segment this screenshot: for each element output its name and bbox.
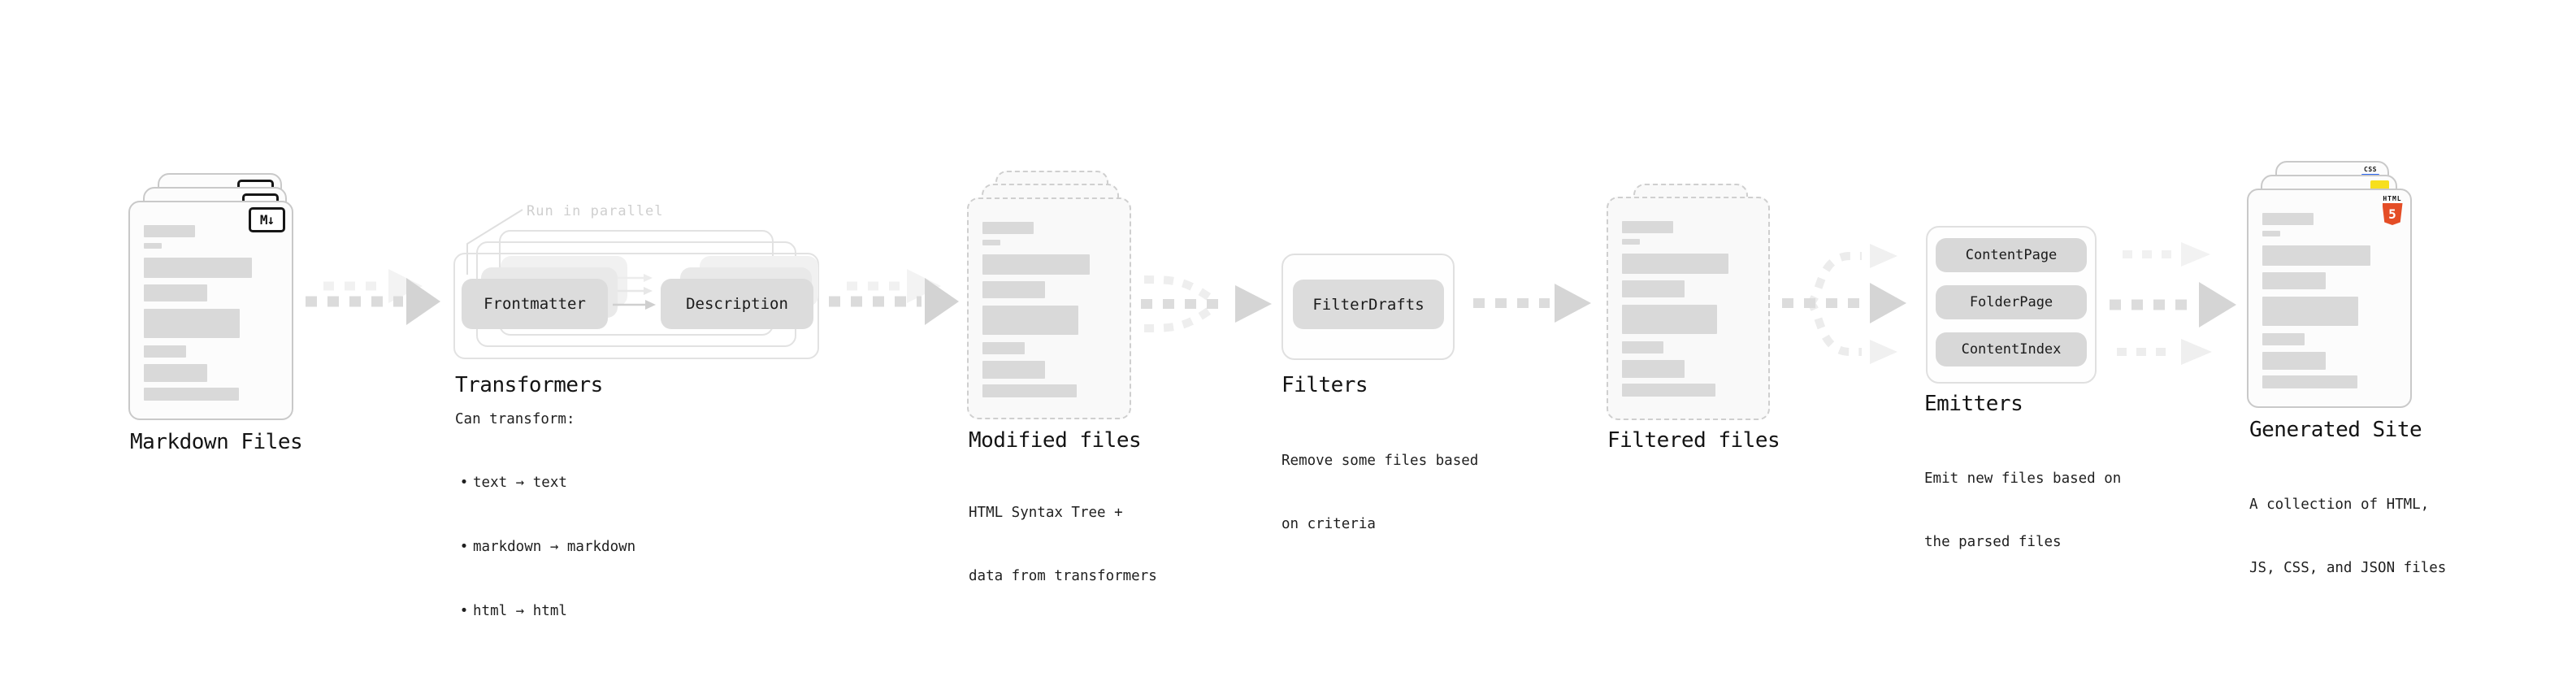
site-file-card-html: HTML 5 xyxy=(2247,189,2412,408)
placeholder-line xyxy=(1622,239,1640,245)
placeholder-line xyxy=(2262,231,2280,236)
placeholder-line xyxy=(2262,272,2326,289)
bullet-glyph: • xyxy=(459,603,469,619)
stage-label-emitters: Emitters xyxy=(1924,392,2023,416)
transformer-pill-description: Description xyxy=(661,279,813,329)
placeholder-line xyxy=(1622,360,1685,378)
placeholder-line xyxy=(144,258,252,278)
filtered-file-card-front xyxy=(1607,197,1770,420)
placeholder-line xyxy=(144,364,207,382)
placeholder-line xyxy=(1622,221,1673,233)
bullet-glyph: • xyxy=(459,475,469,491)
stage-label-modified-files: Modified files xyxy=(969,428,1142,453)
markdown-icon: M↓ xyxy=(249,207,285,232)
arrow-transformers-to-modified xyxy=(829,269,959,325)
file-placeholder-lines xyxy=(982,222,1113,397)
emitter-pill-contentindex: ContentIndex xyxy=(1936,332,2087,367)
modified-file-card-front xyxy=(967,197,1131,419)
arrow-filters-to-filtered xyxy=(1473,284,1591,323)
placeholder-line xyxy=(1622,384,1716,397)
placeholder-line xyxy=(982,384,1077,397)
stage-label-filtered-files: Filtered files xyxy=(1607,428,1780,453)
file-placeholder-lines xyxy=(1622,221,1752,397)
placeholder-line xyxy=(144,225,195,237)
placeholder-line xyxy=(144,309,241,338)
list-item: •text → text xyxy=(455,472,635,494)
stage-label-filters: Filters xyxy=(1281,373,1368,397)
placeholder-line xyxy=(2262,245,2370,266)
transformers-subtitle: Can transform: xyxy=(455,411,575,427)
placeholder-line xyxy=(1622,280,1685,297)
arrow-markdown-to-transformers xyxy=(306,269,440,325)
transformer-box-front xyxy=(453,253,819,359)
bullet-glyph: • xyxy=(459,539,469,555)
stage-label-markdown-files: Markdown Files xyxy=(130,430,303,454)
emitter-pill-folderpage: FolderPage xyxy=(1936,285,2087,319)
placeholder-line xyxy=(2262,213,2314,225)
placeholder-line xyxy=(1622,305,1717,334)
arrow-filtered-to-emitters-diverging xyxy=(1782,244,1906,364)
placeholder-line xyxy=(144,388,239,401)
run-in-parallel-note: Run in parallel xyxy=(527,203,664,219)
filter-pill-filterdrafts: FilterDrafts xyxy=(1293,280,1444,329)
placeholder-line xyxy=(2262,297,2359,326)
emitters-description: Emit new files based on the parsed files xyxy=(1924,471,2122,550)
placeholder-line xyxy=(144,345,186,358)
placeholder-line xyxy=(982,342,1025,354)
placeholder-line xyxy=(2262,352,2326,370)
parallel-transform-arrows xyxy=(613,274,656,310)
placeholder-line xyxy=(982,254,1091,275)
modified-files-description: HTML Syntax Tree + data from transformer… xyxy=(969,505,1157,584)
placeholder-line xyxy=(1622,254,1729,274)
markdown-file-card-front: M↓ xyxy=(128,201,293,420)
transformers-capabilities-list: •text → text •markdown → markdown •html … xyxy=(455,430,635,665)
html5-icon: HTML 5 xyxy=(2381,195,2404,225)
arrow-modified-to-filters-converging xyxy=(1141,275,1272,332)
placeholder-line xyxy=(982,240,1000,245)
placeholder-line xyxy=(982,222,1034,234)
list-item: •markdown → markdown xyxy=(455,536,635,558)
arrows-emitters-to-site xyxy=(2110,242,2236,365)
emitter-pill-contentpage: ContentPage xyxy=(1936,238,2087,272)
placeholder-line xyxy=(982,306,1078,335)
placeholder-line xyxy=(982,281,1046,298)
placeholder-line xyxy=(2262,333,2305,345)
placeholder-line xyxy=(144,284,207,301)
placeholder-line xyxy=(982,361,1046,379)
file-placeholder-lines xyxy=(144,225,275,401)
placeholder-line xyxy=(2262,375,2357,388)
placeholder-line xyxy=(1622,341,1664,354)
stage-label-transformers: Transformers xyxy=(455,373,603,397)
filters-description: Remove some files based on criteria xyxy=(1281,453,1479,532)
list-item: •html → html xyxy=(455,601,635,622)
js-icon xyxy=(2370,180,2389,191)
placeholder-line xyxy=(144,243,162,249)
file-placeholder-lines xyxy=(2262,213,2394,388)
transformer-pill-frontmatter: Frontmatter xyxy=(462,279,608,329)
note-pointer-line xyxy=(466,209,523,275)
generated-site-description: A collection of HTML, JS, CSS, and JSON … xyxy=(2249,497,2447,576)
stage-label-generated-site: Generated Site xyxy=(2249,418,2422,442)
